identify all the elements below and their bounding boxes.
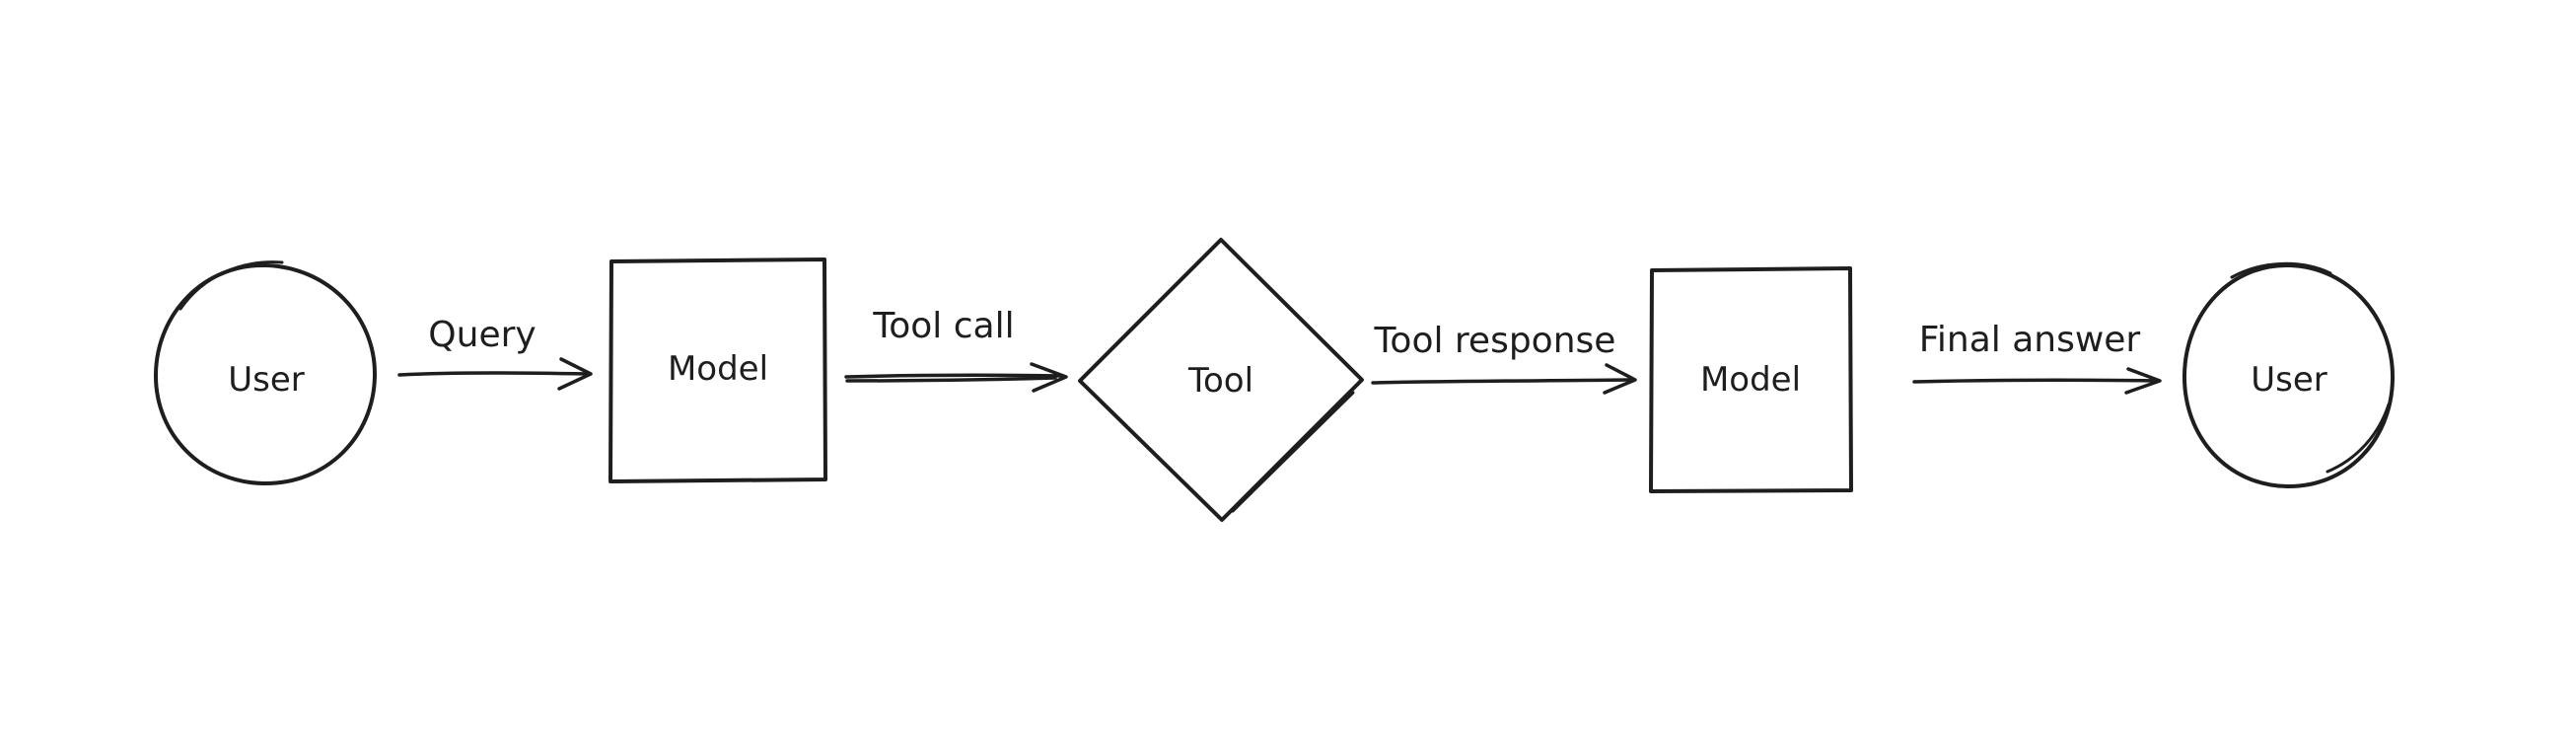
- user-end-label: User: [2251, 360, 2327, 400]
- tool-diamond-overlap-stroke: [1231, 391, 1355, 513]
- model-2-label: Model: [1700, 360, 1801, 400]
- tool-response-arrowhead: [1603, 363, 1637, 395]
- model-2-square-outline: [1649, 266, 1853, 493]
- query-edge-label: Query: [428, 315, 536, 355]
- node-user-end: User: [2182, 261, 2396, 489]
- user-start-circle-outline: [153, 262, 378, 486]
- tool-call-arrow-line-lower: [845, 376, 1057, 383]
- user-start-label: User: [228, 360, 305, 400]
- node-tool: Tool: [1078, 238, 1364, 522]
- tool-response-edge-label: Tool response: [1374, 321, 1616, 361]
- model-1-square-outline: [608, 257, 827, 483]
- edge-tool-response: Tool response: [1371, 321, 1637, 395]
- final-answer-arrowhead: [2124, 367, 2162, 395]
- final-answer-arrow-line: [1912, 378, 2160, 384]
- tool-diamond-outline: [1078, 238, 1364, 522]
- user-end-circle-overlap-bottom: [2326, 403, 2391, 474]
- node-model-2: Model: [1649, 266, 1853, 493]
- final-answer-edge-label: Final answer: [1919, 320, 2141, 360]
- user-end-circle-overlap-top: [2230, 261, 2332, 279]
- model-1-label: Model: [668, 349, 768, 389]
- edge-final-answer: Final answer: [1912, 320, 2162, 395]
- edge-tool-call: Tool call: [844, 306, 1068, 393]
- tool-label: Tool: [1187, 361, 1253, 401]
- node-model-1: Model: [608, 257, 827, 483]
- query-arrowhead: [557, 357, 593, 391]
- tool-call-arrow-line-upper: [844, 373, 1065, 379]
- user-start-circle-overlap-stroke: [179, 260, 284, 311]
- user-end-circle-outline: [2182, 262, 2396, 489]
- tool-response-arrow-line: [1371, 378, 1635, 385]
- tool-call-edge-label: Tool call: [872, 306, 1014, 346]
- query-arrow-line: [397, 371, 590, 377]
- tool-call-arrowhead: [1030, 362, 1068, 393]
- node-user-start: User: [153, 260, 378, 486]
- edge-query: Query: [397, 315, 593, 391]
